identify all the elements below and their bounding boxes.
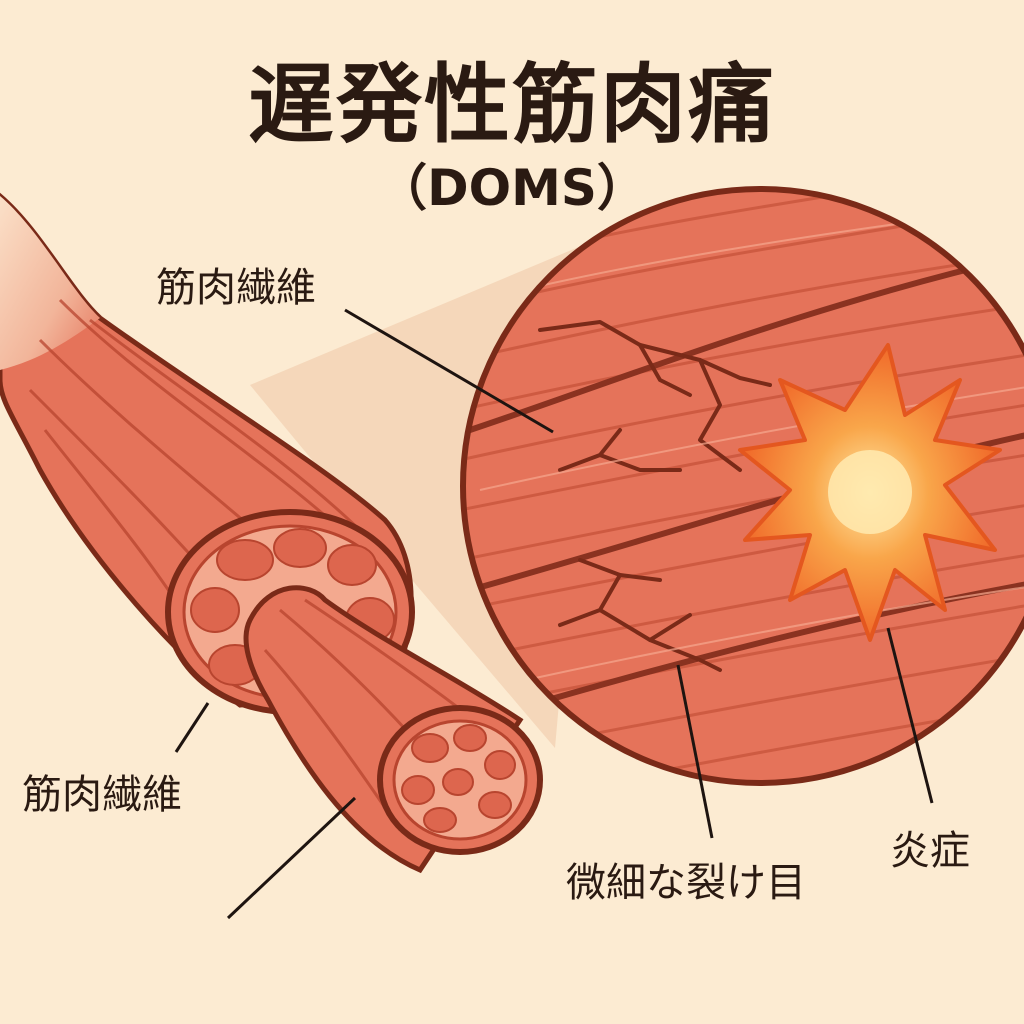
label-muscle-fiber-left: 筋肉繊維 <box>22 772 182 818</box>
leader-fiber-left <box>174 702 210 753</box>
leader-bundle <box>226 796 357 920</box>
leader-lines <box>174 308 934 920</box>
leader-fiber-top <box>344 308 554 434</box>
tendon <box>0 196 100 370</box>
label-micro-tear: 微細な裂け目 <box>566 860 806 906</box>
magnified-view <box>460 186 1024 786</box>
label-inflammation: 炎症 <box>890 828 970 874</box>
leader-micro-tear <box>676 664 714 839</box>
label-muscle-fiber-top: 筋肉繊維 <box>156 265 316 311</box>
muscle-illustration <box>0 192 543 874</box>
page-subtitle: （DOMS） <box>377 159 647 217</box>
leader-inflammation <box>886 627 934 804</box>
page-title: 遅発性筋肉痛 <box>248 55 776 155</box>
